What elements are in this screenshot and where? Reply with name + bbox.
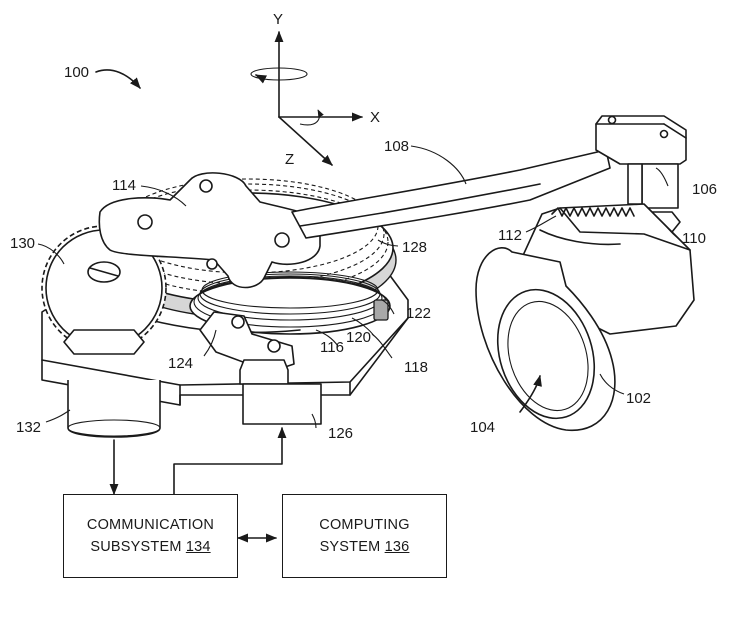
label-118: 118 xyxy=(404,359,428,376)
label-108: 108 xyxy=(384,138,409,155)
y-axis-label: Y xyxy=(273,11,283,28)
cross-plate xyxy=(98,172,321,289)
label-116: 116 xyxy=(320,339,344,356)
label-102: 102 xyxy=(626,390,651,407)
x-axis-label: X xyxy=(370,109,380,126)
label-130: 130 xyxy=(10,235,35,252)
block-connectors xyxy=(109,426,287,543)
communication-subsystem-box xyxy=(63,494,238,578)
communication-line1: COMMUNICATION xyxy=(86,517,215,533)
communication-subsystem-text: COMMUNICATION SUBSYSTEM 134 xyxy=(63,514,238,558)
idler-link xyxy=(199,311,295,373)
label-124: 124 xyxy=(168,355,193,372)
motor xyxy=(67,380,161,438)
label-104: 104 xyxy=(470,419,495,436)
figure-label: 100 xyxy=(64,64,89,81)
computing-system-text: COMPUTING SYSTEM 136 xyxy=(282,514,447,558)
computing-number: 136 xyxy=(384,539,410,555)
figure-label-arrow xyxy=(95,69,141,89)
leader-lines xyxy=(37,145,679,429)
spring xyxy=(551,207,635,217)
housing xyxy=(475,203,695,431)
label-122: 122 xyxy=(406,305,431,322)
small-gear xyxy=(41,225,167,355)
z-axis-label: Z xyxy=(285,151,294,168)
label-128: 128 xyxy=(402,239,427,256)
computing-line2: SYSTEM 136 xyxy=(319,539,410,555)
reference-numerals: 114 108 106 112 110 130 128 122 120 116 … xyxy=(10,138,717,442)
label-114: 114 xyxy=(112,177,136,194)
label-132: 132 xyxy=(16,419,41,436)
label-126: 126 xyxy=(328,425,353,442)
communication-number: 134 xyxy=(185,539,211,555)
communication-line2: SUBSYSTEM 134 xyxy=(90,539,211,555)
sensor xyxy=(239,359,322,425)
computing-system-box xyxy=(282,494,447,578)
guide xyxy=(373,299,389,321)
arm xyxy=(291,149,611,239)
computing-line1: COMPUTING xyxy=(319,517,410,533)
coordinate-axes: Y X Z xyxy=(250,11,380,168)
label-112: 112 xyxy=(498,227,522,244)
label-106: 106 xyxy=(692,181,717,198)
label-110: 110 xyxy=(682,230,706,247)
label-120: 120 xyxy=(346,329,371,346)
